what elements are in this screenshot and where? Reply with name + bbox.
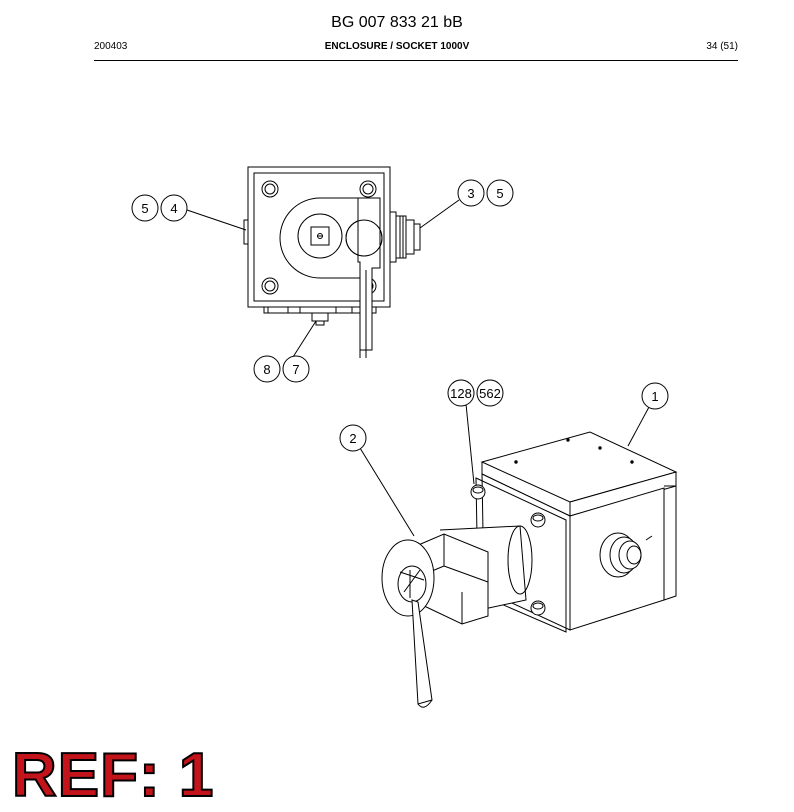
svg-text:128: 128	[450, 386, 472, 401]
section-title: ENCLOSURE / SOCKET 1000V	[324, 41, 470, 52]
svg-text:5: 5	[496, 186, 503, 201]
callout-2: 2	[339, 424, 367, 452]
flange-screw-icon	[470, 484, 546, 616]
callout-5: 5	[131, 194, 159, 222]
callout-128: 128	[447, 379, 475, 407]
callout-8: 8	[253, 355, 281, 383]
svg-text:7: 7	[292, 362, 299, 377]
svg-text:8: 8	[263, 362, 270, 377]
svg-text:5: 5	[141, 201, 148, 216]
document-number: BG 007 833 21 bB	[331, 14, 463, 31]
front-view-enclosure	[243, 166, 421, 358]
callout-1: 1	[641, 382, 669, 410]
callout-4: 4	[160, 194, 188, 222]
ref-label: REF: 1	[11, 740, 215, 811]
page-number: 34 (51)	[706, 41, 738, 52]
header-rule	[94, 60, 738, 61]
svg-text:562: 562	[479, 386, 501, 401]
callout-562: 562	[476, 379, 504, 407]
callout-3: 3	[457, 179, 485, 207]
isometric-view-enclosure	[381, 431, 678, 708]
svg-text:2: 2	[349, 431, 356, 446]
svg-text:3: 3	[467, 186, 474, 201]
leader-lines-front	[186, 199, 460, 358]
date-code: 200403	[94, 41, 128, 52]
leader-lines-iso	[359, 403, 650, 537]
callout-5-right: 5	[486, 179, 514, 207]
cable-gland-icon	[599, 532, 653, 578]
callout-7: 7	[282, 355, 310, 383]
svg-text:1: 1	[651, 389, 658, 404]
svg-text:4: 4	[170, 201, 177, 216]
